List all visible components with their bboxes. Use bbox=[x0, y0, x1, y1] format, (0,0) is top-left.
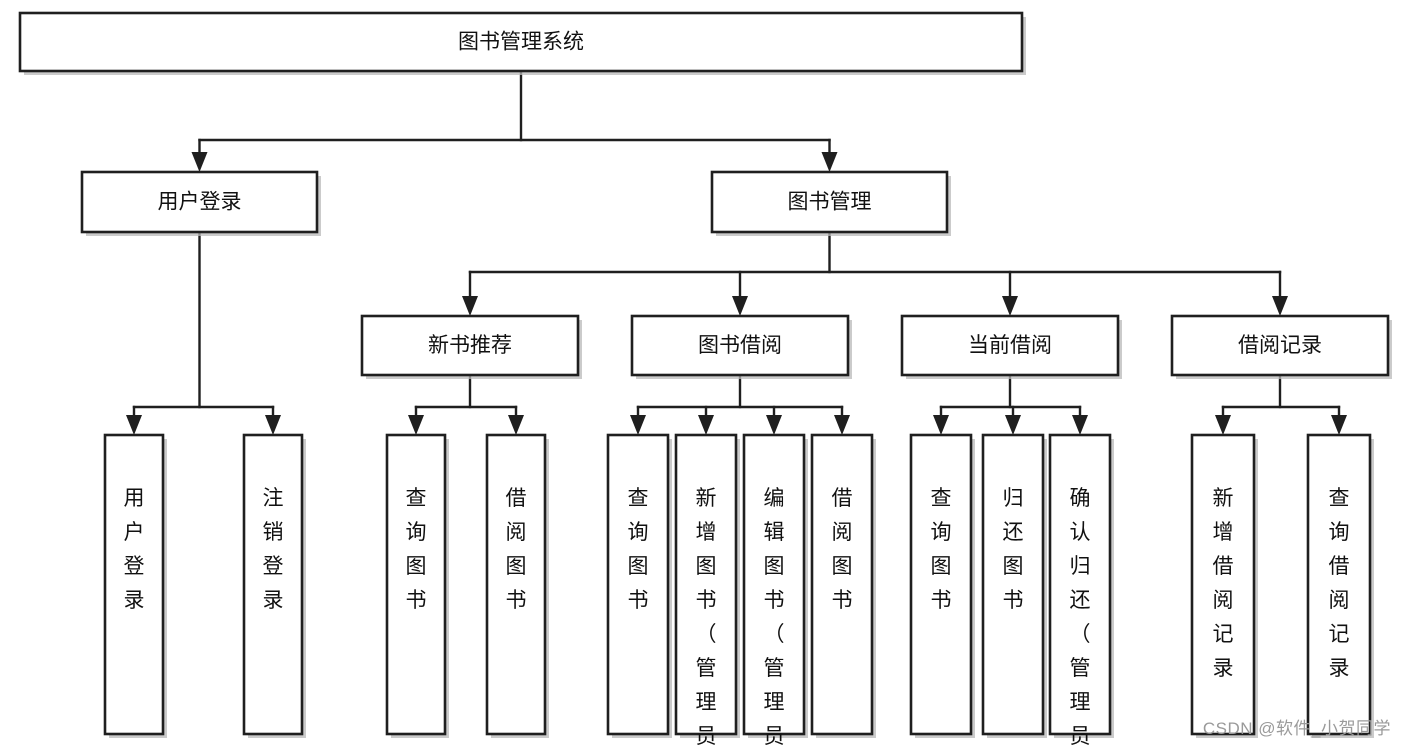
node-label: 用户登录 bbox=[158, 191, 242, 214]
node-label: 借阅图书 bbox=[832, 487, 853, 612]
arrow-head-icon bbox=[732, 296, 748, 316]
node-label: 查询图书 bbox=[628, 487, 649, 612]
node-label: 新增图书（管理员） bbox=[696, 487, 717, 747]
node-box[interactable] bbox=[710, 170, 949, 234]
node-l2-1[interactable]: 图书借阅 bbox=[630, 314, 852, 379]
node-label: 注销登录 bbox=[263, 487, 284, 612]
arrow-head-icon bbox=[766, 415, 782, 435]
node-box[interactable] bbox=[900, 314, 1120, 377]
arrow-head-icon bbox=[1331, 415, 1347, 435]
node-l2-2[interactable]: 当前借阅 bbox=[900, 314, 1122, 379]
node-root-0[interactable]: 图书管理系统 bbox=[18, 11, 1026, 75]
arrow-head-icon bbox=[933, 415, 949, 435]
node-box[interactable] bbox=[810, 433, 874, 736]
node-box[interactable] bbox=[606, 433, 670, 736]
node-box[interactable] bbox=[1170, 314, 1390, 377]
arrow-head-icon bbox=[1005, 415, 1021, 435]
node-leaf-1[interactable]: 注销登录 bbox=[242, 433, 306, 738]
node-box[interactable] bbox=[1190, 433, 1256, 736]
node-box[interactable] bbox=[1306, 433, 1372, 736]
node-l2-0[interactable]: 新书推荐 bbox=[360, 314, 582, 379]
node-box[interactable] bbox=[909, 433, 973, 736]
node-box[interactable] bbox=[981, 433, 1045, 736]
node-label: 用户登录 bbox=[124, 487, 145, 612]
node-leaf-7[interactable]: 借阅图书 bbox=[810, 433, 876, 738]
node-label: 编辑图书（管理员） bbox=[764, 487, 785, 747]
node-label: 图书管理 bbox=[788, 191, 872, 214]
node-label: 归还图书 bbox=[1003, 487, 1024, 612]
arrow-head-icon bbox=[821, 152, 838, 172]
arrow-head-icon bbox=[508, 415, 524, 435]
node-label: 查询借阅记录 bbox=[1329, 487, 1350, 680]
node-label: 查询图书 bbox=[931, 487, 952, 612]
arrow-head-icon bbox=[698, 415, 714, 435]
arrow-head-icon bbox=[834, 415, 850, 435]
arrow-head-icon bbox=[1002, 296, 1018, 316]
node-label: 新增借阅记录 bbox=[1213, 487, 1234, 680]
arrow-head-icon bbox=[265, 415, 281, 435]
node-box[interactable] bbox=[103, 433, 165, 736]
node-label: 借阅记录 bbox=[1238, 334, 1322, 357]
node-box[interactable] bbox=[674, 433, 738, 736]
arrow-head-icon bbox=[1215, 415, 1231, 435]
arrow-head-icon bbox=[462, 296, 478, 316]
arrow-head-icon bbox=[1272, 296, 1288, 316]
node-label: 当前借阅 bbox=[968, 334, 1052, 357]
node-leaf-10[interactable]: 确认归还（管理员） bbox=[1048, 433, 1114, 747]
node-leaf-2[interactable]: 查询图书 bbox=[385, 433, 449, 738]
node-label: 新书推荐 bbox=[428, 334, 512, 357]
node-box[interactable] bbox=[242, 433, 304, 736]
node-leaf-8[interactable]: 查询图书 bbox=[909, 433, 975, 738]
node-box[interactable] bbox=[742, 433, 806, 736]
node-box[interactable] bbox=[385, 433, 447, 736]
node-l1-0[interactable]: 用户登录 bbox=[80, 170, 321, 236]
node-box[interactable] bbox=[18, 11, 1024, 73]
node-leaf-5[interactable]: 新增图书（管理员） bbox=[674, 433, 740, 747]
node-label: 图书管理系统 bbox=[458, 31, 584, 54]
node-l2-3[interactable]: 借阅记录 bbox=[1170, 314, 1392, 379]
arrow-head-icon bbox=[630, 415, 646, 435]
node-label: 图书借阅 bbox=[698, 334, 782, 357]
arrow-head-icon bbox=[191, 152, 208, 172]
connectors-layer bbox=[126, 69, 1347, 435]
node-leaf-4[interactable]: 查询图书 bbox=[606, 433, 672, 738]
node-label: 查询图书 bbox=[406, 487, 427, 612]
node-box[interactable] bbox=[80, 170, 319, 234]
node-box[interactable] bbox=[630, 314, 850, 377]
node-box[interactable] bbox=[485, 433, 547, 736]
arrow-head-icon bbox=[126, 415, 142, 435]
node-leaf-11[interactable]: 新增借阅记录 bbox=[1190, 433, 1258, 738]
node-leaf-9[interactable]: 归还图书 bbox=[981, 433, 1047, 738]
arrow-head-icon bbox=[408, 415, 424, 435]
nodes-layer: 图书管理系统用户登录图书管理新书推荐图书借阅当前借阅借阅记录用户登录注销登录查询… bbox=[18, 11, 1392, 747]
node-label: 确认归还（管理员） bbox=[1070, 487, 1091, 747]
node-l1-1[interactable]: 图书管理 bbox=[710, 170, 951, 236]
node-leaf-3[interactable]: 借阅图书 bbox=[485, 433, 549, 738]
node-leaf-0[interactable]: 用户登录 bbox=[103, 433, 167, 738]
node-leaf-6[interactable]: 编辑图书（管理员） bbox=[742, 433, 808, 747]
node-label: 借阅图书 bbox=[506, 487, 527, 612]
arrow-head-icon bbox=[1072, 415, 1088, 435]
node-box[interactable] bbox=[1048, 433, 1112, 736]
watermark-text: CSDN @软件_小贺同学 bbox=[1202, 719, 1391, 738]
node-leaf-12[interactable]: 查询借阅记录 bbox=[1306, 433, 1374, 738]
node-box[interactable] bbox=[360, 314, 580, 377]
